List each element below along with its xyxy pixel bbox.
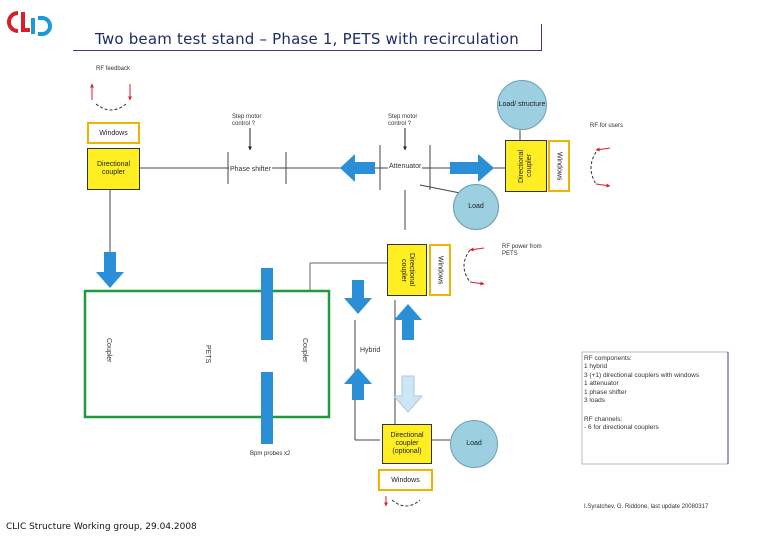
- clic-logo: [7, 11, 52, 36]
- directional-coupler-mid: Directional coupler: [387, 244, 427, 296]
- title-divider: [541, 24, 542, 51]
- directional-coupler-right: Directional coupler: [505, 140, 547, 192]
- rf-component-item: 1 hybrid: [584, 363, 608, 371]
- step-motor-left-label: Step motor control ?: [232, 114, 262, 127]
- rf-components-info: RF components: 1 hybrid 3 (+1) direction…: [584, 355, 699, 433]
- rf-channel-item: - 6 for directional couplers: [584, 424, 659, 432]
- credits-text: I.Syratchev, G. Riddone, last update 200…: [584, 504, 709, 510]
- attenuator-label: Attenuator: [388, 163, 423, 172]
- windows-right: Windows: [548, 140, 570, 192]
- windows-bottom: Windows: [378, 469, 433, 491]
- directional-coupler-optional: Directional coupler (optional): [382, 424, 432, 464]
- rf-for-users-label: RF for users: [590, 123, 624, 129]
- step-motor-right-label: Step motor control ?: [388, 114, 418, 127]
- directional-coupler-left: Directional coupler: [87, 148, 140, 190]
- coupler-right-label: Coupler: [301, 338, 309, 363]
- rf-components-heading: RF components:: [584, 355, 632, 362]
- load-mid-circle: Load: [453, 184, 499, 230]
- hybrid-label: Hybrid: [360, 347, 381, 354]
- rf-channels-heading: RF channels:: [584, 415, 623, 423]
- pets-label: PETS: [204, 345, 212, 364]
- rf-component-item: 1 phase shifter: [584, 388, 627, 396]
- footer-text: CLIC Structure Working group, 29.04.2008: [6, 522, 197, 532]
- rf-component-item: 1 attenuator: [584, 380, 619, 388]
- title-underline: [73, 50, 541, 51]
- coupler-left-label: Coupler: [105, 338, 113, 363]
- load-structure-circle: Load/ structure: [497, 80, 547, 130]
- load-bottom-circle: Load: [450, 420, 498, 468]
- rf-component-item: 3 (+1) directional couplers with windows: [584, 371, 700, 379]
- windows-top-left: Windows: [87, 122, 140, 144]
- windows-mid: Windows: [429, 244, 451, 296]
- rf-feedback-label: RF feedback: [96, 66, 131, 72]
- page-title: Two beam test stand – Phase 1, PETS with…: [95, 30, 519, 48]
- rf-component-item: 3 loads: [584, 397, 605, 405]
- rf-power-from-pets-label: RF power from PETS: [502, 244, 542, 257]
- bpm-probes-label: Bpm probes x2: [250, 451, 291, 457]
- phase-shifter-label: Phase shifter: [229, 166, 272, 175]
